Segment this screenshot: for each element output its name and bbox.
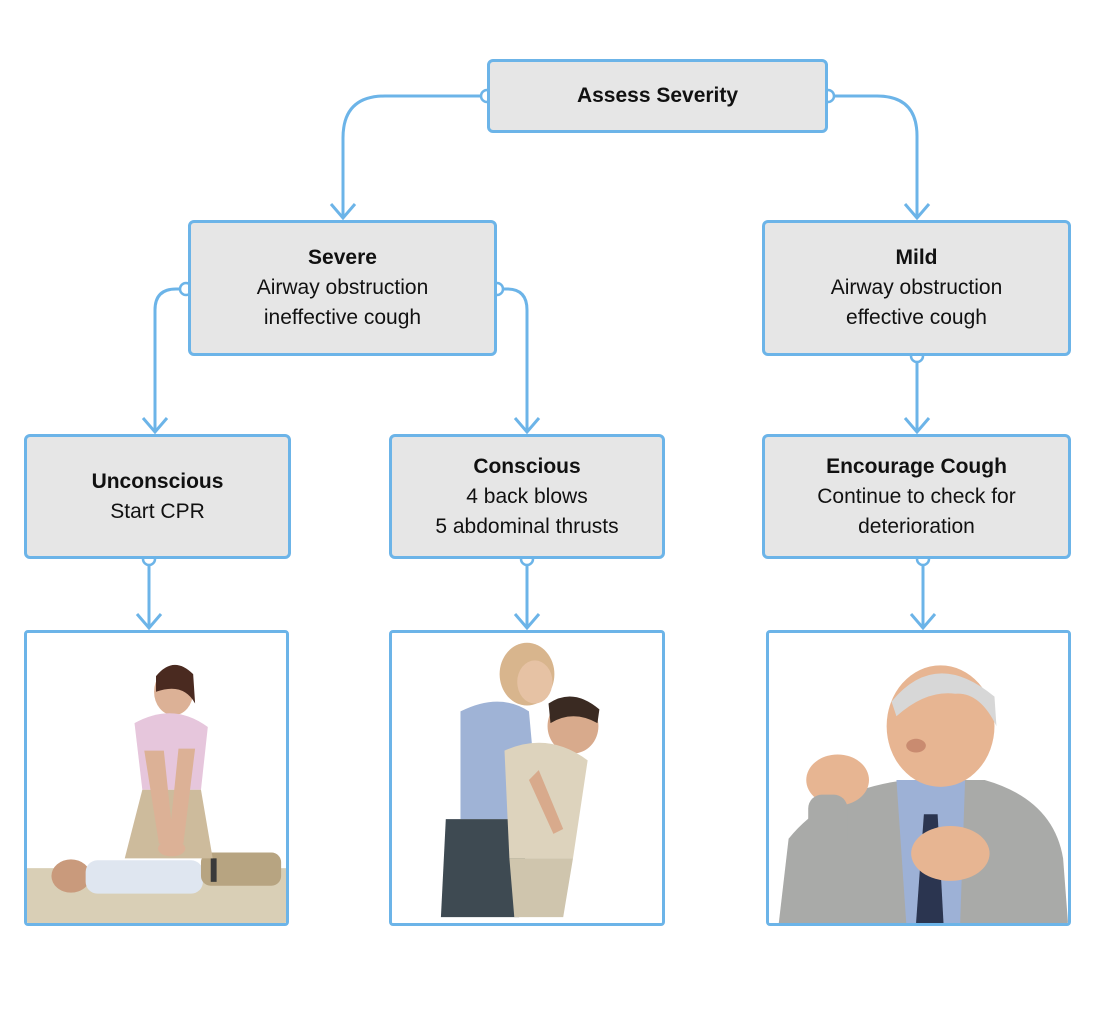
node-severe: Severe Airway obstruction ineffective co… bbox=[188, 220, 497, 356]
node-title: Mild bbox=[895, 246, 938, 269]
node-conscious: Conscious 4 back blows 5 abdominal thrus… bbox=[389, 434, 665, 559]
node-title: Encourage Cough bbox=[826, 454, 1007, 478]
node-line: Airway obstruction bbox=[830, 276, 1003, 299]
back-blows-illustration bbox=[392, 633, 662, 923]
node-encourage-cough: Encourage Cough Continue to check for de… bbox=[762, 434, 1071, 559]
node-title: Unconscious bbox=[91, 469, 224, 493]
back-blows-photo bbox=[389, 630, 665, 926]
node-mild: Mild Airway obstruction effective cough bbox=[762, 220, 1071, 356]
connector-root-mild bbox=[828, 94, 919, 218]
arrowhead bbox=[141, 417, 169, 435]
node-assess-severity: Assess Severity bbox=[487, 59, 828, 133]
arrowhead bbox=[329, 203, 357, 221]
node-title: Assess Severity bbox=[576, 84, 739, 107]
node-title: Severe bbox=[308, 246, 377, 269]
coughing-man-photo bbox=[766, 630, 1071, 926]
node-line: 5 abdominal thrusts bbox=[435, 514, 619, 538]
cpr-illustration bbox=[27, 633, 286, 923]
node-line: effective cough bbox=[846, 306, 987, 329]
arrowhead bbox=[909, 613, 937, 631]
node-line: ineffective cough bbox=[263, 306, 422, 329]
arrowhead bbox=[513, 417, 541, 435]
connector-severe-conscious bbox=[497, 287, 529, 432]
node-title: Conscious bbox=[473, 454, 581, 478]
connector-root-severe bbox=[341, 94, 487, 218]
node-line: 4 back blows bbox=[466, 484, 588, 508]
node-line: deterioration bbox=[858, 514, 975, 538]
arrowhead bbox=[135, 613, 163, 631]
arrowhead bbox=[903, 203, 931, 221]
connector-severe-unconscious bbox=[153, 287, 186, 432]
node-line: Start CPR bbox=[110, 499, 205, 523]
coughing-man-illustration bbox=[769, 633, 1068, 923]
arrowhead bbox=[903, 417, 931, 435]
cpr-photo bbox=[24, 630, 289, 926]
node-line: Airway obstruction bbox=[256, 276, 429, 299]
node-unconscious: Unconscious Start CPR bbox=[24, 434, 291, 559]
arrowhead bbox=[513, 613, 541, 631]
node-line: Continue to check for bbox=[817, 484, 1016, 508]
